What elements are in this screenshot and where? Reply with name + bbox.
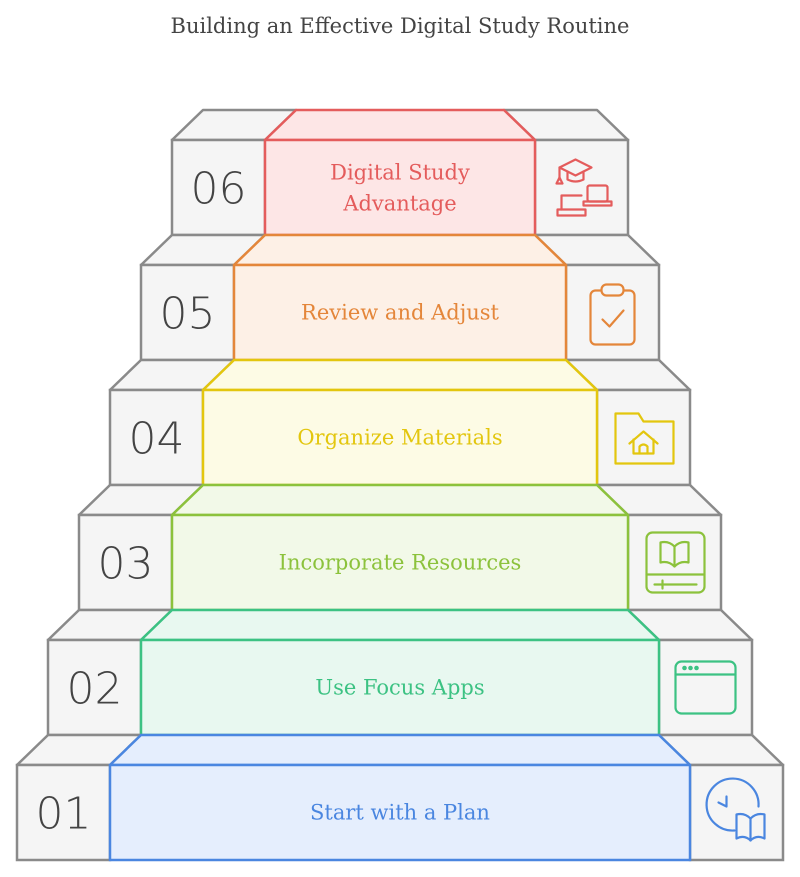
icon-block <box>688 763 785 862</box>
number-block <box>77 513 174 612</box>
step-number: 04 <box>129 414 185 465</box>
clipboard-check-icon <box>589 283 636 346</box>
diagram-title: Building an Effective Digital Study Rout… <box>170 14 630 38</box>
step-01: 01 Start with a Plan <box>15 733 785 862</box>
graduation-laptops-icon <box>555 158 613 217</box>
step-top-face <box>201 358 599 392</box>
step-number: 06 <box>191 164 247 215</box>
icon-block <box>595 388 692 487</box>
home-folder-icon <box>614 412 675 465</box>
step-front-face <box>170 513 630 612</box>
step-label: Incorporate Resources <box>279 551 522 575</box>
step-04: 04 Organize Materials <box>108 358 692 487</box>
step-label: Digital Study <box>330 161 470 185</box>
step-front-face <box>263 138 537 237</box>
browser-window-icon <box>674 660 737 715</box>
icon-block <box>533 138 630 237</box>
step-03: 03 Incorporate Resources <box>77 483 723 612</box>
step-number: 03 <box>98 539 154 590</box>
step-front-face <box>108 763 692 862</box>
step-front-face <box>201 388 599 487</box>
number-block <box>15 763 112 862</box>
ebook-reader-icon <box>645 531 706 594</box>
clock-book-icon <box>705 777 766 842</box>
step-top-face <box>139 608 661 642</box>
step-number: 05 <box>160 289 216 340</box>
icon-block <box>564 263 661 362</box>
step-label: Organize Materials <box>297 426 502 450</box>
step-02: 02 Use Focus Apps <box>46 608 754 737</box>
step-05: 05 Review and Adjust <box>139 233 661 362</box>
step-label: Review and Adjust <box>301 301 499 325</box>
step-number: 01 <box>36 789 92 840</box>
step-number: 02 <box>67 664 123 715</box>
step-top-face <box>108 733 692 767</box>
step-front-face <box>139 638 661 737</box>
icon-block <box>657 638 754 737</box>
step-label: Advantage <box>342 192 456 216</box>
step-label: Use Focus Apps <box>315 676 484 700</box>
step-label: Start with a Plan <box>310 801 490 825</box>
step-top-face <box>232 233 568 267</box>
step-top-face <box>170 483 630 517</box>
number-block <box>108 388 205 487</box>
step-front-face <box>232 263 568 362</box>
step-top-face <box>263 108 537 142</box>
